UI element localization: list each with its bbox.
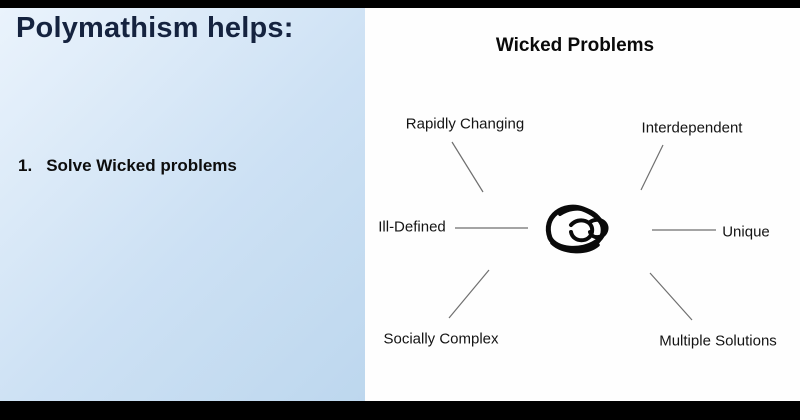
slide: Polymathism helps: 1. Solve Wicked probl… [0, 8, 800, 401]
list-item-text: Solve Wicked problems [46, 156, 237, 175]
letterbox-bottom [0, 401, 800, 420]
list-item-number: 1. [18, 156, 33, 175]
letterbox-top [0, 0, 800, 8]
diagram-title: Wicked Problems [495, 35, 655, 56]
slide-title: Polymathism helps: [16, 12, 294, 44]
node-interdependent: Interdependent [641, 119, 743, 137]
node-rapidly-changing: Rapidly Changing [405, 115, 525, 133]
left-panel: Polymathism helps: 1. Solve Wicked probl… [0, 8, 365, 401]
node-socially-complex: Socially Complex [383, 330, 499, 348]
list-item: 1. Solve Wicked problems [18, 156, 237, 176]
node-ill-defined: Ill-Defined [378, 218, 446, 236]
node-unique: Unique [722, 223, 770, 241]
node-multiple-solutions: Multiple Solutions [659, 332, 777, 350]
diagram-panel: Wicked Problems [365, 8, 800, 401]
